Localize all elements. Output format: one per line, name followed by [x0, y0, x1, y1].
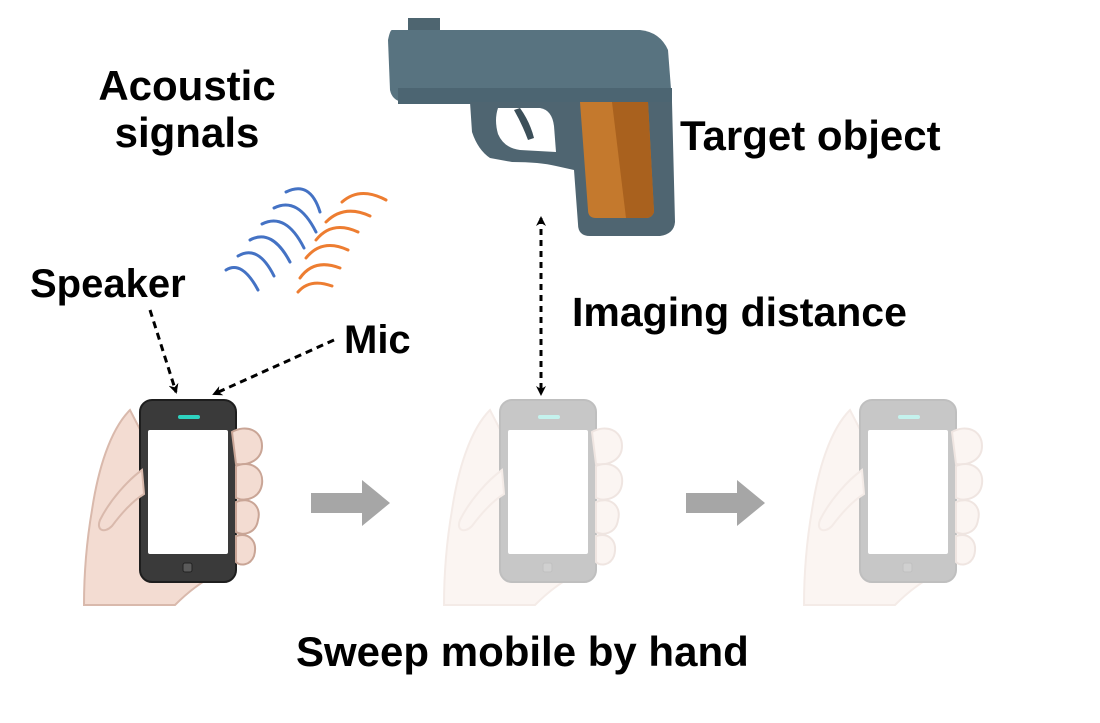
- imaging-distance-label: Imaging distance: [572, 290, 907, 336]
- mic-pointer-arrow: [214, 340, 334, 394]
- mic-label: Mic: [344, 318, 411, 363]
- sweep-caption: Sweep mobile by hand: [296, 628, 749, 675]
- right-arrow-icon: [686, 480, 765, 526]
- smartphone-in-hand-icon: [444, 400, 622, 605]
- emitted-wave-icon: [226, 189, 320, 290]
- smartphone-in-hand-icon: [804, 400, 982, 605]
- acoustic-signals-line1: Acoustic: [98, 62, 275, 109]
- right-arrow-icon: [311, 480, 390, 526]
- acoustic-signals-label: Acoustic signals: [92, 62, 282, 156]
- target-object-label: Target object: [680, 112, 941, 159]
- speaker-label: Speaker: [30, 262, 186, 307]
- handgun-icon: [388, 18, 675, 236]
- speaker-pointer-arrow: [150, 310, 176, 392]
- acoustic-signals-line2: signals: [115, 109, 260, 156]
- reflected-wave-icon: [298, 193, 386, 292]
- smartphone-in-hand-icon: [84, 400, 262, 605]
